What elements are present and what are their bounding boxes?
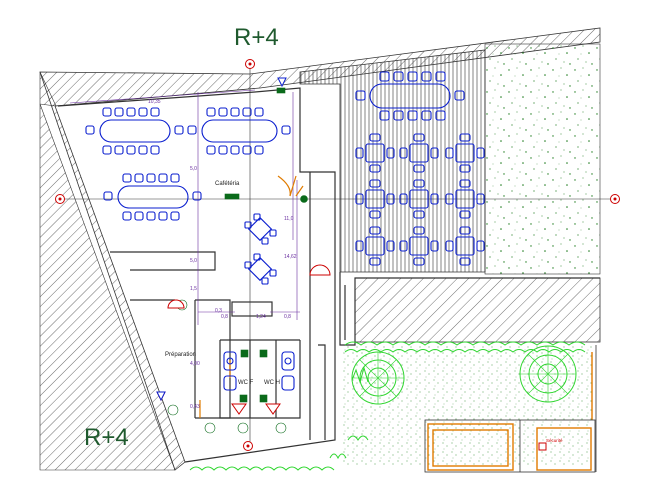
dimension-label: 0,8	[284, 314, 291, 320]
dining-furniture	[85, 71, 485, 391]
level-label-top: R+4	[234, 24, 279, 51]
room-label-wc-left: WC F	[238, 380, 254, 386]
dimension-label: 5,0	[190, 166, 197, 172]
room-label-preparation: Préparation	[165, 352, 196, 358]
level-label-bottom: R+4	[84, 424, 129, 451]
dimension-label: 0,43	[190, 404, 200, 410]
dimension-label: 0,3	[215, 308, 222, 314]
dimension-label: 1,5	[190, 286, 197, 292]
dimension-label: 11,0	[284, 216, 294, 222]
dimension-label: 10,35	[148, 99, 161, 105]
dimension-label: 4,00	[190, 361, 200, 367]
axis-markers	[55, 59, 620, 451]
equipment-symbols	[167, 87, 308, 434]
doors	[199, 175, 304, 418]
room-label-bottom-right: Sécurité	[546, 438, 563, 443]
dimension-label: 1,24	[256, 314, 266, 320]
dimension-label: 0,8	[221, 314, 228, 320]
dimension-label: 14,62	[284, 254, 297, 260]
dimension-label: 5,0	[190, 258, 197, 264]
room-label-cafeteria: Cafétéria	[215, 181, 240, 187]
room-label-wc-right: WC H	[264, 380, 280, 386]
